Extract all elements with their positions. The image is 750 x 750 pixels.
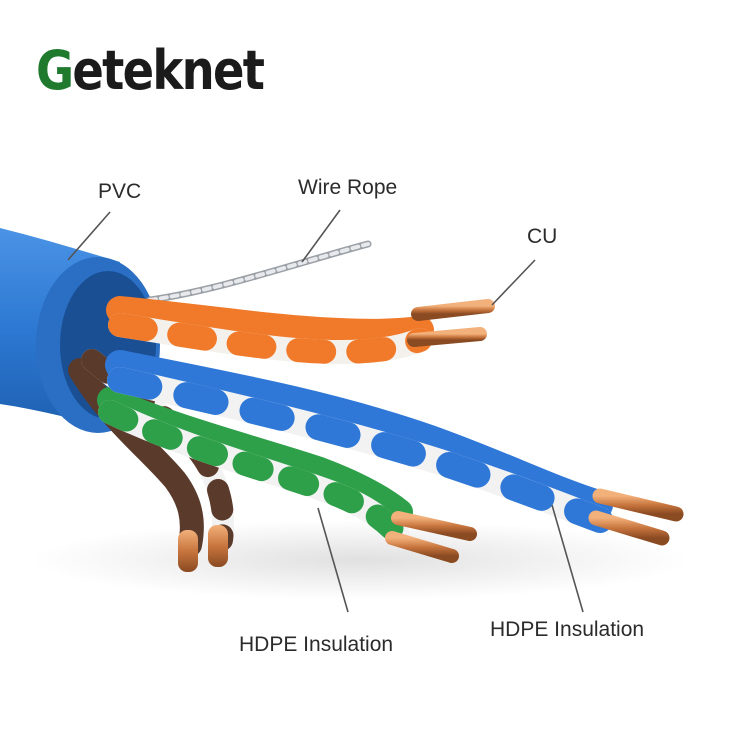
green-copper [385,511,477,563]
cable-shadow [30,520,690,600]
hdpe-insulation-label-left: HDPE Insulation [239,633,394,656]
wire-rope-label: Wire Rope [298,176,398,199]
hdpe-right-leader [551,504,584,613]
orange-pair [106,296,434,365]
hdpe-insulation-label-right: HDPE Insulation [490,618,645,641]
orange-copper [407,299,495,347]
wire-rope [146,240,372,304]
logo-rest: eteknet [72,39,265,102]
blue-copper [588,488,684,546]
wire-rope-leader [301,209,341,263]
brown-copper-1 [178,530,198,572]
brown-copper-2 [208,525,228,567]
cu-leader [491,259,536,306]
logo-first-letter: G [36,39,74,102]
brand-logo: Geteknet [36,44,265,98]
blue-pair [105,350,613,533]
cu-label: CU [527,225,558,248]
hdpe-left-leader [317,507,349,613]
pvc-leader [67,211,111,261]
green-pair [97,387,413,547]
pvc-label: PVC [98,180,142,203]
